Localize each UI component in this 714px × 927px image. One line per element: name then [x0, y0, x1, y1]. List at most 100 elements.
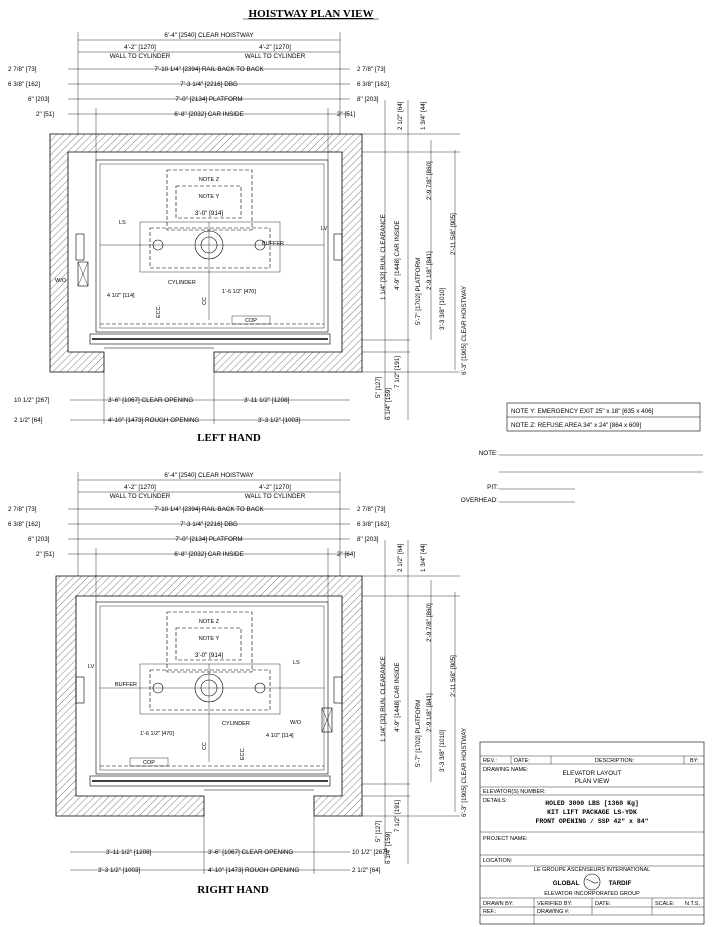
- wo-box: [321, 707, 333, 733]
- bottom-right-b: 3'-3 1/2" [1003]: [258, 417, 301, 424]
- side-f: 4'-9" [1448] CAR INSIDE: [394, 220, 401, 290]
- top-dimensions: 6'-4" [2540] CLEAR HOISTWAY 4'-2" [1270]…: [8, 32, 389, 160]
- dim-wall-to-cyl-a2: WALL TO CYLINDER: [110, 493, 171, 500]
- tb-verified-by: VERIFIED BY:: [537, 901, 573, 907]
- dim-dbg: 7'-3 1/4" [2216] DBG: [180, 81, 238, 88]
- lv-label: LV: [321, 226, 328, 232]
- bottom-rough-opening: 4'-10" [1473] ROUGH OPENING: [208, 867, 299, 874]
- side-d: 2'-11 5/8" [905]: [450, 655, 457, 697]
- drawing-title: HOISTWAY PLAN VIEW: [249, 8, 374, 20]
- tb-by: BY:: [690, 758, 699, 764]
- dim-l4: 2" [51]: [36, 551, 54, 558]
- side-b: 1 3/4" [44]: [420, 101, 427, 130]
- bottom-dimensions: 3'-11 1/2" [1208] 3'-6" [1067] CLEAR OPE…: [70, 816, 388, 874]
- cylinder-label: CYLINDER: [168, 280, 196, 286]
- side-k: 7 1/2" [191]: [394, 356, 401, 388]
- ls-label: LS: [119, 220, 126, 226]
- cop-label: COP: [143, 760, 155, 766]
- ecc-label: ECC.: [156, 304, 162, 318]
- span-label: 3'-0" [914]: [195, 652, 224, 659]
- note-z-area: [166, 611, 253, 673]
- bottom-left-a: 10 1/2" [267]: [14, 397, 50, 404]
- tb-details: DETAILS:: [483, 798, 508, 804]
- side-h: 6'-3" [1905] CLEAR HOISTWAY: [461, 285, 468, 375]
- note-fields: NOTE: PIT: OVERHEAD:: [461, 450, 703, 504]
- tb-scale: SCALE:: [655, 901, 675, 907]
- side-a: 2 1/2" [64]: [397, 543, 404, 572]
- side-dimensions: 2 1/2" [64] 1 3/4" [44] 2'-9 7/8" [860] …: [362, 100, 468, 420]
- bottom-right-b: 2 1/2" [64]: [352, 867, 381, 874]
- dim-wall-to-cyl-b2: WALL TO CYLINDER: [245, 53, 306, 60]
- bottom-right-a: 10 1/2" [267]: [352, 849, 388, 856]
- wo-label: W/O: [290, 720, 302, 726]
- company-logo-swirl-icon: [585, 879, 599, 884]
- tb-company-sub: ELEVATOR INCORPORATED GROUP: [544, 891, 640, 897]
- dim-rail-back: 7'-10 1/4" [2394] RAIL BACK TO BACK: [154, 506, 264, 513]
- offset-label: 4 1/2" [114]: [266, 733, 294, 739]
- top-dimensions: 6'-4" [2540] CLEAR HOISTWAY 4'-2" [1270]…: [8, 472, 389, 602]
- note-y-label: NOTE Y: [199, 194, 220, 200]
- note-z-area: [166, 169, 253, 231]
- dim-car-inside: 6'-8" [2032] CAR INSIDE: [174, 551, 244, 558]
- note-y-label: NOTE Y: [199, 636, 220, 642]
- span-label: 3'-0" [914]: [195, 210, 224, 217]
- dim-r2: 6 3/8" [162]: [357, 521, 389, 528]
- ls-label: LS: [293, 660, 300, 666]
- side-c: 2'-9 7/8" [860]: [426, 161, 433, 200]
- overhead-label: OVERHEAD:: [461, 497, 498, 504]
- tb-company-tagline: LE GROUPE ASCENSEURS INTERNATIONAL: [534, 867, 650, 873]
- side-g: 5'-7" [1702] PLATFORM: [415, 258, 422, 325]
- cyl-offset-label: 1'-6 1/2" [470]: [222, 289, 256, 295]
- bottom-left-a: 3'-11 1/2" [1208]: [106, 849, 152, 856]
- cyl-offset-label: 1'-6 1/2" [470]: [140, 731, 174, 737]
- tb-date2: DATE:: [595, 901, 611, 907]
- dim-wall-to-cyl-b: 4'-2" [1270]: [259, 484, 291, 491]
- offset-label: 4 1/2" [114]: [107, 293, 135, 299]
- side-m: 6 1/4" [159]: [385, 832, 392, 864]
- tb-elevator-numbers: ELEVATOR(S) NUMBER:: [483, 789, 546, 795]
- title-block: REV.: DATE: DESCRIPTION: BY: DRAWING NAM…: [479, 741, 705, 925]
- tb-project-name: PROJECT NAME:: [483, 836, 528, 842]
- buffer-label: BUFFER: [262, 241, 284, 247]
- dim-clear-hoistway: 6'-4" [2540] CLEAR HOISTWAY: [164, 472, 254, 479]
- dim-r2: 6 3/8" [162]: [357, 81, 389, 88]
- cylinder-label: CYLINDER: [222, 721, 250, 727]
- car-outline: [95, 159, 329, 333]
- platform-sill: [89, 775, 331, 787]
- plan-label: LEFT HAND: [197, 432, 261, 444]
- tb-date: DATE:: [514, 758, 530, 764]
- notes-box: NOTE Y: EMERGENCY EXIT 25" x 18" [635 x …: [506, 402, 701, 432]
- note-y-area: [175, 627, 242, 661]
- tb-company-2: TARDIF: [609, 880, 632, 887]
- tb-scale-value: N.T.S.: [685, 901, 700, 907]
- side-e: 1 1/4" [32] RUN. CLEARANCE: [380, 214, 387, 300]
- cylinder-frame: [139, 663, 281, 715]
- dim-l2: 6 3/8" [162]: [8, 81, 40, 88]
- side-l: 5" [127]: [375, 820, 382, 842]
- cop-label: COP: [245, 318, 257, 324]
- tb-drawn-by: DRAWN BY:: [483, 901, 514, 907]
- left-hand-plan: 6'-4" [2540] CLEAR HOISTWAY 4'-2" [1270]…: [8, 32, 468, 444]
- tb-description: DESCRIPTION:: [595, 758, 635, 764]
- bottom-left-b: 2 1/2" [64]: [14, 417, 43, 424]
- dim-wall-to-cyl-b2: WALL TO CYLINDER: [245, 493, 306, 500]
- rail-left: [75, 676, 85, 704]
- dim-r3: 8" [203]: [357, 96, 379, 103]
- company-logo-icon: [583, 873, 601, 891]
- buffer-label: BUFFER: [115, 682, 137, 688]
- tb-company-1: GLOBAL: [553, 880, 580, 887]
- side-a: 2 1/2" [64]: [397, 101, 404, 130]
- tb-ref: REF.:: [483, 909, 497, 915]
- tb-drawing-no: DRAWING #:: [537, 909, 570, 915]
- wo-box: [77, 261, 89, 287]
- ecc-label: ECC.: [240, 746, 246, 760]
- side-h: 6'-3" [1905] CLEAR HOISTWAY: [461, 727, 468, 817]
- side-g: 5'-7" [1702] PLATFORM: [415, 700, 422, 767]
- note-label: NOTE:: [479, 450, 498, 457]
- dim-wall-to-cyl-b: 4'-2" [1270]: [259, 44, 291, 51]
- side-l: 5" [127]: [375, 376, 382, 398]
- side-b: 1 3/4" [44]: [420, 543, 427, 572]
- dim-r4: 2" [64]: [337, 551, 355, 558]
- side-m: 6 1/4" [159]: [385, 388, 392, 420]
- note-y-text: NOTE Y: EMERGENCY EXIT 25" x 18" [635 x …: [511, 408, 654, 415]
